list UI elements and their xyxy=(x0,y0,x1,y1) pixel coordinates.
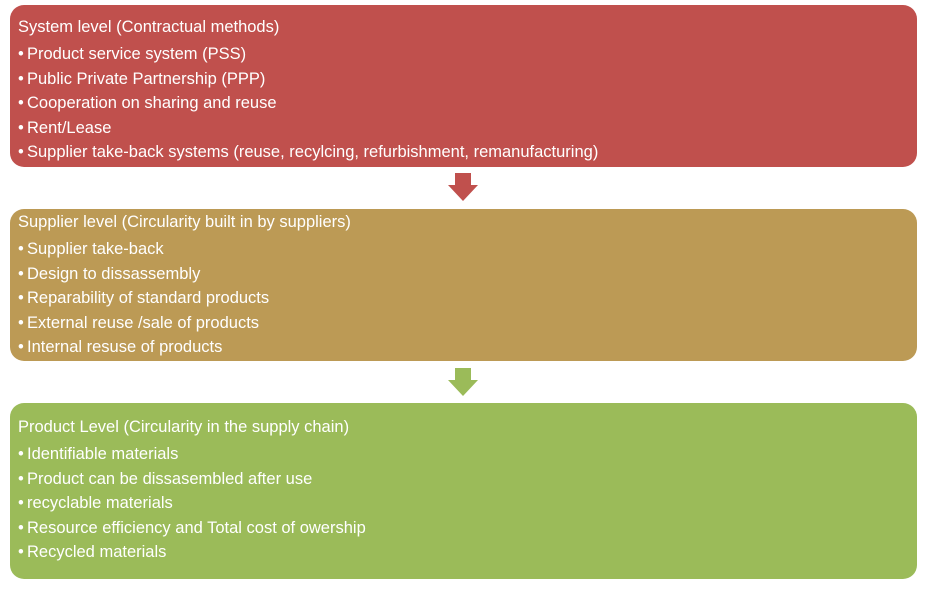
product-level-box: Product Level (Circularity in the supply… xyxy=(10,403,917,579)
bullet-icon: • xyxy=(18,289,24,308)
bullet-icon: • xyxy=(18,240,24,258)
list-item: •Supplier take-back systems (reuse, recy… xyxy=(18,143,599,162)
system-level-list: •Product service system (PSS) •Public Pr… xyxy=(18,44,909,162)
list-item: •Public Private Partnership (PPP) xyxy=(18,69,266,88)
list-item: •Rent/Lease xyxy=(18,118,112,137)
bullet-icon: • xyxy=(18,445,24,463)
bullet-icon: • xyxy=(18,469,24,488)
list-item: •Resource efficiency and Total cost of o… xyxy=(18,518,366,537)
supplier-level-box: Supplier level (Circularity built in by … xyxy=(10,209,917,361)
bullet-icon: • xyxy=(18,118,24,137)
bullet-icon: • xyxy=(18,264,24,283)
down-arrow-icon xyxy=(448,173,478,201)
down-arrow-icon xyxy=(448,368,478,396)
bullet-icon: • xyxy=(18,94,24,113)
list-item: •Product service system (PSS) xyxy=(18,45,247,63)
list-item: •Cooperation on sharing and reuse xyxy=(18,94,277,113)
supplier-level-title: Supplier level (Circularity built in by … xyxy=(18,213,351,231)
bullet-icon: • xyxy=(18,543,24,562)
system-level-title: System level (Contractual methods) xyxy=(18,18,280,36)
bullet-icon: • xyxy=(18,494,24,513)
list-item: •External reuse /sale of products xyxy=(18,313,260,332)
bullet-icon: • xyxy=(18,69,24,88)
list-item: •Identifiable materials xyxy=(18,445,179,463)
list-item: •Product can be dissasembled after use xyxy=(18,469,313,488)
list-item: •Recycled materials xyxy=(18,543,167,562)
list-item: •Design to dissassembly xyxy=(18,264,201,283)
list-item: •Internal resuse of products xyxy=(18,338,223,357)
bullet-icon: • xyxy=(18,45,24,63)
list-item: •Supplier take-back xyxy=(18,240,164,258)
bullet-icon: • xyxy=(18,143,24,162)
bullet-icon: • xyxy=(18,518,24,537)
system-level-box: System level (Contractual methods) •Prod… xyxy=(10,5,917,167)
list-item: •Reparability of standard products xyxy=(18,289,270,308)
supplier-level-list: •Supplier take-back •Design to dissassem… xyxy=(18,239,909,357)
product-level-list: •Identifiable materials •Product can be … xyxy=(18,444,909,562)
bullet-icon: • xyxy=(18,313,24,332)
list-item: •recyclable materials xyxy=(18,494,173,513)
product-level-title: Product Level (Circularity in the supply… xyxy=(18,418,350,436)
bullet-icon: • xyxy=(18,338,24,357)
